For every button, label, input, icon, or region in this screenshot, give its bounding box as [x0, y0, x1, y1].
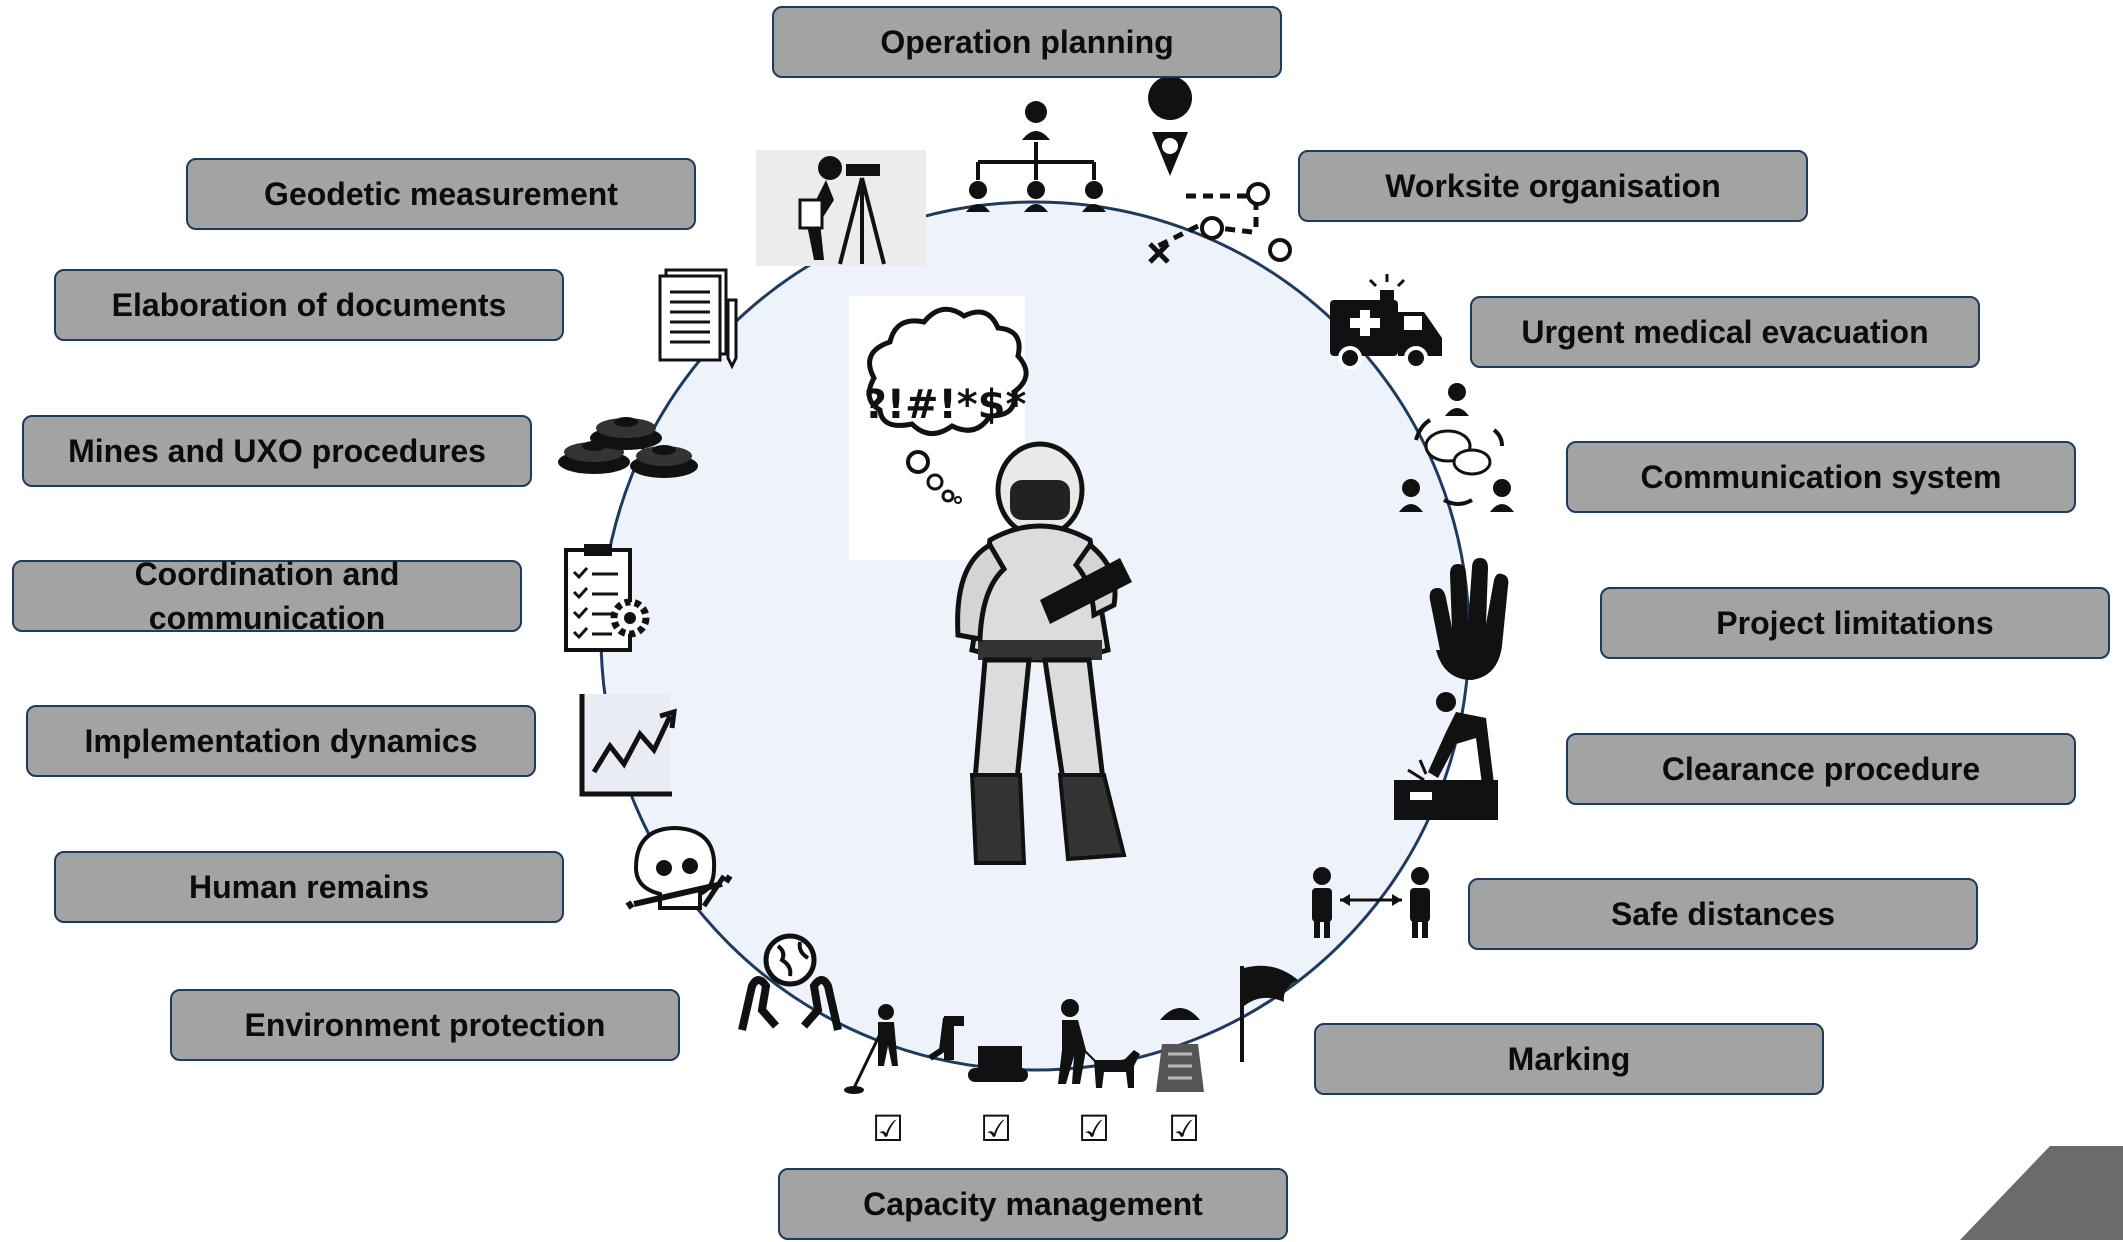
hands-globe-icon: [738, 933, 842, 1031]
thought-symbols: ?!#!*$*: [864, 382, 1027, 428]
label-coordination-and-communication: Coordination and communication: [12, 556, 522, 636]
checkmark-excavator: ☑: [980, 1109, 1013, 1150]
label-marking: Marking: [1314, 1023, 1824, 1095]
dog-handler-icon: [1058, 999, 1140, 1088]
route-map-icon: [1148, 76, 1292, 264]
protective-gear-icon: [1156, 1008, 1204, 1092]
label-project-limitations: Project limitations: [1600, 587, 2110, 659]
thought-bubble-icon: ?!#!*$*: [849, 296, 1029, 560]
label-text: Elaboration of documents: [111, 287, 507, 323]
label-text: Safe distances: [1610, 896, 1836, 932]
label-text: Coordination and communication: [134, 556, 400, 636]
checkmark-protective-gear: ☑: [1168, 1109, 1201, 1150]
label-elaboration-of-documents: Elaboration of documents: [54, 269, 564, 341]
label-human-remains: Human remains: [54, 851, 564, 923]
stop-hand-icon: [1429, 558, 1509, 680]
deminer-probing-icon: [1394, 692, 1498, 820]
documents-icon: [658, 268, 738, 370]
label-communication-system: Communication system: [1566, 441, 2076, 513]
label-geodetic-measurement: Geodetic measurement: [186, 158, 696, 230]
label-text: Human remains: [188, 869, 430, 905]
label-text: Operation planning: [880, 24, 1174, 60]
checkmark-dog-handler: ☑: [1078, 1109, 1111, 1150]
flag-icon: [1240, 965, 1298, 1062]
checkmark-metal-detector: ☑: [872, 1109, 905, 1150]
label-clearance-procedure: Clearance procedure: [1566, 733, 2076, 805]
label-text: Marking: [1507, 1041, 1631, 1077]
label-capacity-management: Capacity management: [778, 1168, 1288, 1240]
corner-shape: [1960, 1146, 2123, 1240]
landmines-icon: [558, 417, 698, 478]
growth-chart-icon: [579, 694, 677, 797]
label-safe-distances: Safe distances: [1468, 878, 1978, 950]
deminer-figure-icon: [955, 441, 1132, 865]
communication-network-icon: [1399, 383, 1514, 512]
label-text: Geodetic measurement: [264, 176, 618, 212]
label-text: Implementation dynamics: [84, 723, 478, 759]
ambulance-icon: [1330, 274, 1442, 370]
label-text: Environment protection: [244, 1007, 606, 1043]
label-text: Mines and UXO procedures: [68, 433, 486, 469]
label-worksite-organisation: Worksite organisation: [1298, 150, 1808, 222]
label-operation-planning: Operation planning: [772, 6, 1282, 78]
label-mines-and-uxo-procedures: Mines and UXO procedures: [22, 415, 532, 487]
checklist-gear-icon: [564, 544, 650, 652]
safe-distance-icon: [1312, 867, 1430, 938]
label-text: Worksite organisation: [1385, 168, 1721, 204]
label-environment-protection: Environment protection: [170, 989, 680, 1061]
surveyor-icon: [756, 150, 926, 266]
excavator-icon: [928, 1016, 1028, 1082]
org-chart-icon: [966, 101, 1106, 212]
label-text: Urgent medical evacuation: [1521, 314, 1929, 350]
skull-bones-icon: [625, 825, 733, 910]
metal-detector-icon: [844, 1004, 898, 1094]
label-implementation-dynamics: Implementation dynamics: [26, 705, 536, 777]
label-text: Capacity management: [863, 1186, 1203, 1222]
label-text: Clearance procedure: [1661, 751, 1981, 787]
label-urgent-medical-evacuation: Urgent medical evacuation: [1470, 296, 1980, 368]
label-text: Communication system: [1640, 459, 2002, 495]
label-text: Project limitations: [1716, 605, 1994, 641]
